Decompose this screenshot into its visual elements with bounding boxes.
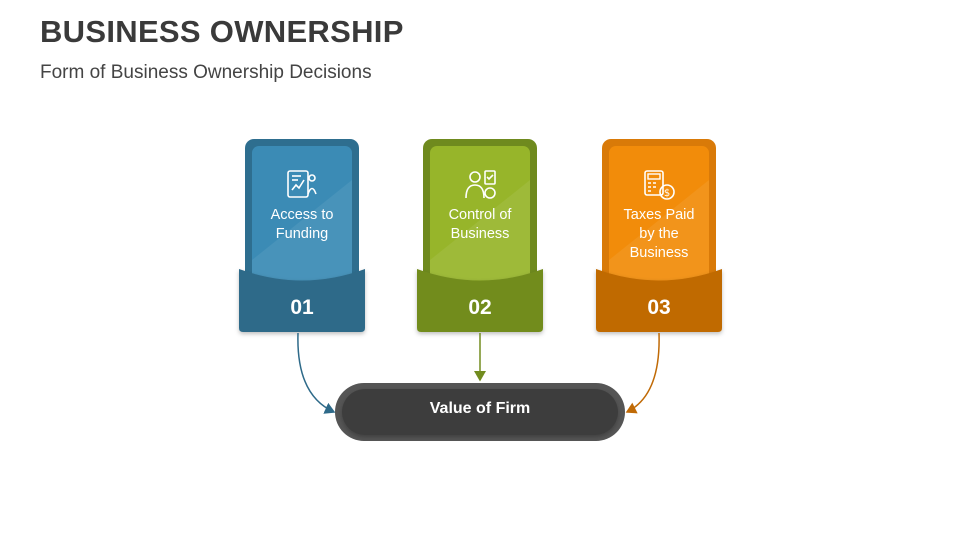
card-inner-panel xyxy=(252,146,352,284)
card-number: 02 xyxy=(468,296,492,319)
card-number-tab xyxy=(417,269,543,332)
card-shine xyxy=(609,180,709,284)
card-02 xyxy=(417,139,543,332)
card-01 xyxy=(239,139,365,332)
card-number: 01 xyxy=(290,296,314,319)
manager-control-icon xyxy=(463,168,497,202)
connector-arrow-01 xyxy=(297,332,336,414)
card-inner-panel xyxy=(430,146,530,284)
page-title: BUSINESS OWNERSHIP xyxy=(40,14,404,49)
card-shine xyxy=(430,180,530,284)
result-box xyxy=(342,389,618,435)
card-number-tab xyxy=(239,269,365,332)
card-inner-panel xyxy=(609,146,709,284)
card-shine xyxy=(252,180,352,284)
card-03 xyxy=(596,139,722,332)
card-number-tab xyxy=(596,269,722,332)
tax-calculator-icon: $ xyxy=(642,168,676,202)
svg-text:$: $ xyxy=(664,188,670,199)
connector-arrow-03 xyxy=(625,332,660,414)
card-number: 03 xyxy=(647,296,671,319)
funding-chart-icon xyxy=(285,168,319,202)
result-label: Value of Firm xyxy=(429,400,531,417)
page-subtitle: Form of Business Ownership Decisions xyxy=(40,62,372,83)
